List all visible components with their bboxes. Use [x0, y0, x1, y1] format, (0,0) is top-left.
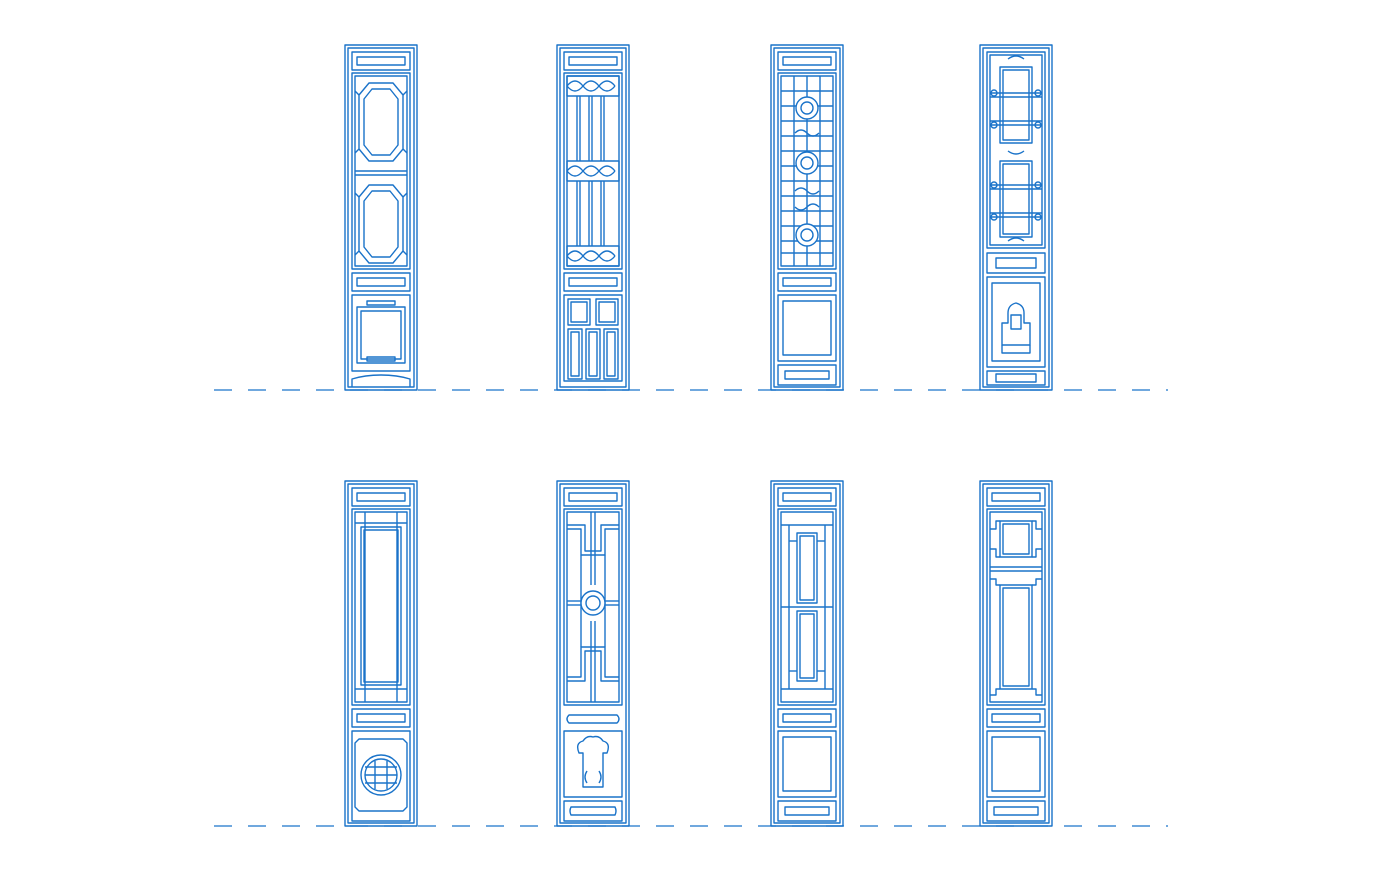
- door-panel-r1-3: [770, 44, 844, 391]
- door-panel-r2-2: [556, 480, 630, 827]
- door-panel-r2-1: [344, 480, 418, 827]
- door-panel-r2-3: [770, 480, 844, 827]
- door-panel-r1-4: [979, 44, 1053, 391]
- door-panel-r2-4: [979, 480, 1053, 827]
- door-panel-r1-1: [344, 44, 418, 391]
- door-panel-r1-2: [556, 44, 630, 391]
